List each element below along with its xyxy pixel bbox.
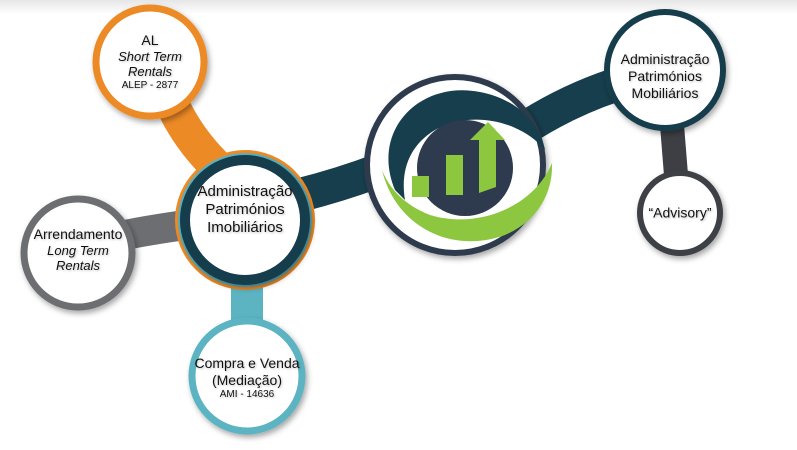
node-compra-label: Compra e Venda (Mediação) AMI - 14636 (194, 355, 299, 401)
node-arrendamento-subtitle-1: Long Term (47, 242, 109, 258)
chart-bar-1 (412, 176, 429, 197)
node-central-line-3: Imobiliários (207, 219, 283, 236)
node-arrendamento-label: Arrendamento Long Term Rentals (34, 226, 123, 274)
node-arrendamento-subtitle-2: Rentals (55, 258, 101, 274)
node-al-title: AL (141, 32, 159, 49)
node-mobiliarios-line-3: Mobiliários (631, 84, 699, 101)
logo-green-swoosh-icon (382, 163, 553, 242)
node-al-circle[interactable] (92, 4, 208, 120)
node-advisory-text: “Advisory” (648, 204, 712, 221)
node-mobiliarios-line-1: Administração (620, 50, 710, 67)
logo-dark-swoosh-icon (388, 90, 545, 200)
node-advisory-circle[interactable] (637, 170, 723, 256)
node-compra-line-1: Compra e Venda (194, 355, 300, 372)
node-mobiliarios-circle[interactable] (604, 9, 726, 131)
top-shade (0, 0, 797, 14)
node-central-line-2: Patrimónios (205, 201, 285, 218)
node-compra-line-2: (Mediação) (211, 372, 283, 388)
connector-al (159, 102, 228, 178)
node-al-code: ALEP - 2877 (121, 79, 179, 91)
node-compra-code: AMI - 14636 (219, 388, 275, 400)
node-advisory-label: “Advisory” (648, 205, 711, 222)
connector-advisory (660, 124, 688, 176)
chart-bar-2 (446, 155, 463, 195)
node-al-label: AL Short Term Rentals ALEP - 2877 (118, 32, 182, 92)
node-mobiliarios-label: Administração Patrimónios Mobiliários (621, 51, 710, 101)
arrow-up-icon (470, 122, 505, 193)
node-central-circle[interactable] (180, 155, 310, 285)
connector-mobiliarios (520, 68, 621, 140)
node-central-label: Administração Patrimónios Imobiliários (197, 183, 292, 237)
node-al-subtitle-2: Rentals (127, 64, 173, 80)
node-arrendamento-circle[interactable] (20, 195, 136, 311)
node-mobiliarios-line-2: Patrimónios (628, 67, 702, 84)
node-al-subtitle-1: Short Term (118, 48, 182, 64)
node-compra-circle[interactable] (188, 317, 306, 435)
node-central-line-1: Administração (197, 183, 293, 200)
node-arrendamento-title: Arrendamento (33, 226, 123, 243)
logo (364, 74, 553, 256)
